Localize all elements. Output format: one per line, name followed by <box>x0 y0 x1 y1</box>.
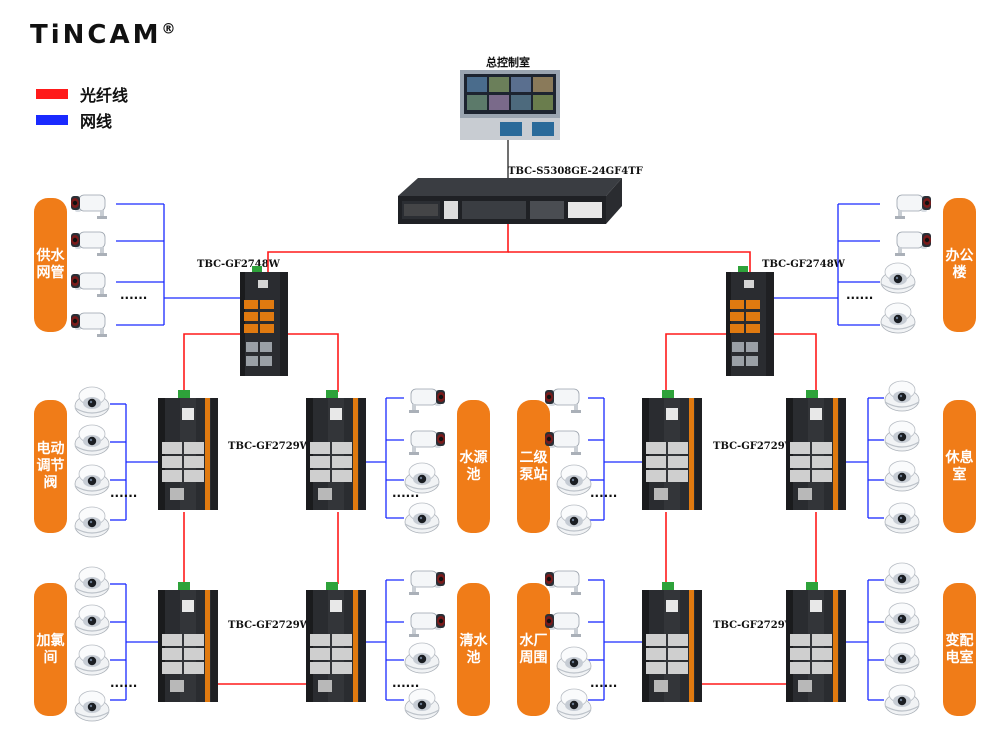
core-switch-label: TBC-S5308GE-24GF4TF <box>508 166 643 177</box>
legend-ethernet-label: 网线 <box>80 112 113 131</box>
legend-fiber-swatch <box>36 89 68 99</box>
bullet-camera-icon <box>70 231 108 257</box>
dome-camera-icon <box>884 460 920 492</box>
bullet-camera-icon <box>894 194 932 220</box>
link-layer <box>110 140 884 701</box>
bullet-camera-icon <box>544 388 582 414</box>
dome-camera-icon <box>556 688 592 720</box>
bullet-camera-icon <box>544 430 582 456</box>
brand-name: TiNCAM <box>30 20 162 50</box>
dome-camera-icon <box>74 386 110 418</box>
access-switch-rtr <box>786 390 846 510</box>
area-pump-station: 二级泵站 <box>517 400 550 533</box>
access-switch-rtl <box>642 390 702 510</box>
access-switch-rbl <box>642 582 702 702</box>
access-switch-bl-label: TBC-GF2729W <box>228 620 311 631</box>
fiber-core-to-left-ring <box>267 224 509 272</box>
dome-camera-icon <box>556 464 592 496</box>
access-switch-rbr <box>786 582 846 702</box>
legend-ethernet-swatch <box>36 115 68 125</box>
area-water-pipe: 供水网管 <box>34 198 67 332</box>
legend-fiber: 光纤线 <box>36 82 128 106</box>
bullet-camera-icon <box>70 312 108 338</box>
access-switch-tr-label: TBC-GF2729W <box>713 441 796 452</box>
area-chlorination: 加氯间 <box>34 583 67 716</box>
bullet-camera-icon <box>408 612 446 638</box>
ring-switch-right-label: TBC-GF2748W <box>762 259 845 270</box>
more-cameras-marker: ······ <box>590 679 617 693</box>
legend-ethernet: 网线 <box>36 108 112 132</box>
access-switch-bl <box>158 582 218 702</box>
access-switch-br <box>306 582 366 702</box>
access-switch-br-label: TBC-GF2729W <box>713 620 796 631</box>
legend-fiber-label: 光纤线 <box>80 86 129 105</box>
dome-camera-icon <box>884 380 920 412</box>
bullet-camera-icon <box>408 570 446 596</box>
dome-camera-icon <box>74 566 110 598</box>
area-water-source: 水源池 <box>457 400 490 533</box>
access-switch-tl-label: TBC-GF2729W <box>228 441 311 452</box>
area-valve: 电动调节阀 <box>34 400 67 533</box>
more-cameras-marker: ······ <box>846 291 873 305</box>
dome-camera-icon <box>556 646 592 678</box>
more-cameras-marker: ······ <box>392 489 419 503</box>
more-cameras-marker: ······ <box>110 489 137 503</box>
registered-mark: ® <box>161 21 176 38</box>
dome-camera-icon <box>884 502 920 534</box>
area-clear-pool: 清水池 <box>457 583 490 716</box>
more-cameras-marker: ······ <box>120 291 147 305</box>
dome-camera-icon <box>74 506 110 538</box>
area-rest-room: 休息室 <box>943 400 976 533</box>
monitor-wall-icon <box>460 70 560 140</box>
fiber-left-ring-to-tr <box>288 333 339 392</box>
dome-camera-icon <box>404 502 440 534</box>
brand-logo: TiNCAM® <box>30 20 175 50</box>
dome-camera-icon <box>884 642 920 674</box>
dome-camera-icon <box>880 262 916 294</box>
area-office: 办公楼 <box>943 198 976 332</box>
area-substation: 变配电室 <box>943 583 976 716</box>
more-cameras-marker: ······ <box>392 679 419 693</box>
dome-camera-icon <box>884 562 920 594</box>
access-switch-tr <box>306 390 366 510</box>
dome-camera-icon <box>74 690 110 722</box>
bullet-camera-icon <box>70 272 108 298</box>
ring-switch-left-label: TBC-GF2748W <box>197 259 280 270</box>
dome-camera-icon <box>884 602 920 634</box>
core-switch <box>398 178 622 224</box>
dome-camera-icon <box>880 302 916 334</box>
fiber-left-ring-to-tl <box>183 333 242 392</box>
dome-camera-icon <box>404 642 440 674</box>
fiber-core-to-right-ring <box>508 251 751 272</box>
control-room-label: 总控制室 <box>486 56 530 69</box>
more-cameras-marker: ······ <box>590 489 617 503</box>
dome-camera-icon <box>74 604 110 636</box>
dome-camera-icon <box>74 644 110 676</box>
bullet-camera-icon <box>544 612 582 638</box>
area-plant-perimeter: 水厂周围 <box>517 583 550 716</box>
dome-camera-icon <box>74 464 110 496</box>
access-switch-tl <box>158 390 218 510</box>
dome-camera-icon <box>884 684 920 716</box>
dome-camera-icon <box>404 688 440 720</box>
ring-switch-right <box>726 266 774 376</box>
dome-camera-icon <box>884 420 920 452</box>
bullet-camera-icon <box>408 430 446 456</box>
ring-switch-left <box>240 266 288 376</box>
bullet-camera-icon <box>544 570 582 596</box>
fiber-right-ring-to-tl <box>665 333 728 392</box>
device-layer: ······ ······ ······ ······ ······ ······ ····… <box>70 194 932 722</box>
bullet-camera-icon <box>408 388 446 414</box>
bullet-camera-icon <box>70 194 108 220</box>
fiber-right-ring-to-tr <box>774 333 817 392</box>
dome-camera-icon <box>74 424 110 456</box>
dome-camera-icon <box>556 504 592 536</box>
bullet-camera-icon <box>894 231 932 257</box>
more-cameras-marker: ······ <box>110 679 137 693</box>
